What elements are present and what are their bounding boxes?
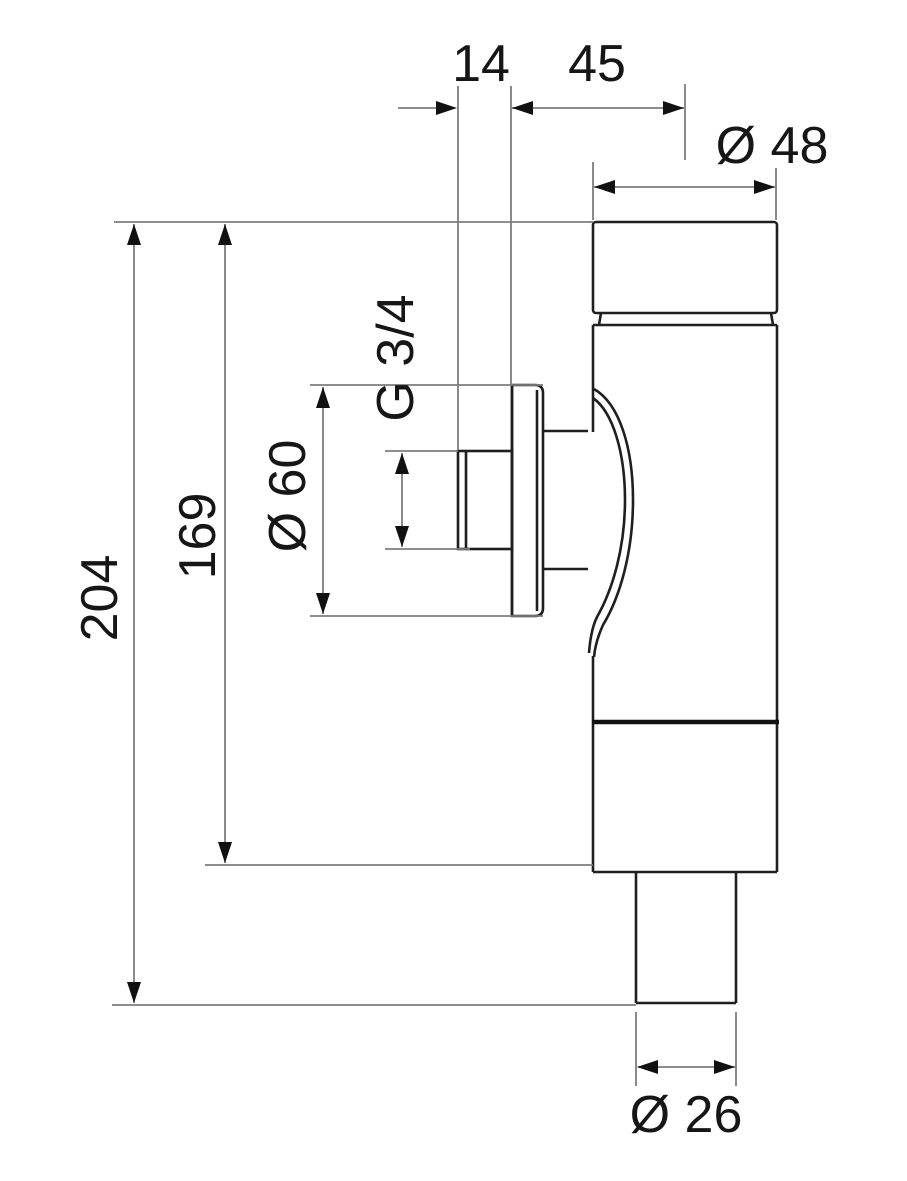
inlet-boss xyxy=(543,387,635,658)
valve-main-body xyxy=(591,325,779,874)
arrow-up-icon xyxy=(395,453,409,474)
arrow-down-icon xyxy=(218,842,232,863)
dimension-inlet-height: 169 xyxy=(169,224,232,863)
wall-flange xyxy=(510,383,545,618)
valve-body-outline xyxy=(456,220,779,1005)
arrow-down-icon xyxy=(127,982,141,1003)
valve-cap xyxy=(591,220,779,315)
arrow-left-icon xyxy=(637,1060,658,1074)
dimension-inlet-thread: G 3/4 xyxy=(367,294,470,550)
arrow-left-icon xyxy=(594,180,615,194)
arrow-up-icon xyxy=(127,224,141,245)
height-extension-lines xyxy=(112,221,636,1006)
arrow-right-icon xyxy=(754,180,775,194)
dim-label-60: Ø 60 xyxy=(259,440,317,553)
arrow-down-icon xyxy=(395,526,409,547)
dimension-overall-height: 204 xyxy=(71,224,141,1003)
arrow-left-icon xyxy=(512,101,533,115)
dimension-flange-diameter: Ø 60 xyxy=(259,384,543,617)
arrow-down-icon xyxy=(316,593,330,614)
dimension-wall-to-axis: 45 xyxy=(512,35,686,160)
arrow-up-icon xyxy=(218,224,232,245)
dim-label-26: Ø 26 xyxy=(630,1086,743,1144)
inlet-nipple xyxy=(456,449,514,551)
arrow-right-icon xyxy=(663,101,684,115)
dimension-outlet-diameter: Ø 26 xyxy=(630,1012,743,1144)
dimension-body-diameter: Ø 48 xyxy=(592,117,829,220)
dim-label-204: 204 xyxy=(71,555,129,642)
dim-label-g34: G 3/4 xyxy=(367,294,425,421)
dimension-inlet-depth: 14 xyxy=(398,35,512,450)
outlet-pipe xyxy=(634,872,738,1005)
dim-label-14: 14 xyxy=(452,35,510,93)
valve-ring-groove xyxy=(593,312,777,327)
arrow-right-icon xyxy=(436,101,457,115)
dim-label-169: 169 xyxy=(169,493,227,580)
dim-label-45: 45 xyxy=(568,35,626,93)
dim-label-48: Ø 48 xyxy=(716,117,829,175)
arrow-up-icon xyxy=(316,387,330,408)
arrow-right-icon xyxy=(714,1060,735,1074)
